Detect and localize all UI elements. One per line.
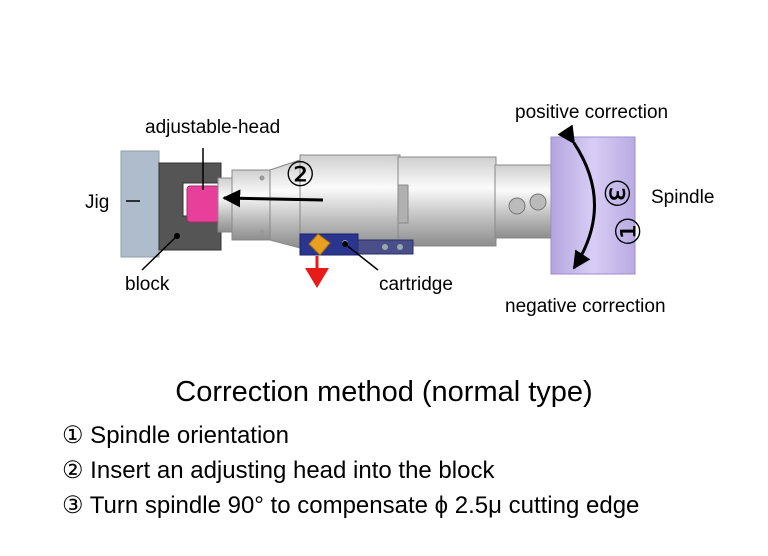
red-arrow-icon [305, 268, 329, 288]
marker-step-1: ① [609, 216, 649, 246]
label-adjustable-head: adjustable-head [145, 117, 280, 138]
shank-bolt-2 [529, 193, 547, 211]
label-negative-correction: negative correction [505, 296, 666, 317]
shank-bolt-1 [508, 197, 526, 215]
tool-slot [397, 184, 409, 224]
marker-step-2: ② [285, 155, 315, 195]
steps-list: ① Spindle orientation ② Insert an adjust… [62, 418, 639, 523]
step-3: ③ Turn spindle 90° to compensate ϕ 2.5μ … [62, 492, 640, 519]
tool-neck [217, 177, 234, 233]
cutting-insert [308, 233, 331, 256]
leader-block [141, 235, 178, 271]
marker-step-3: ③ [596, 178, 636, 208]
label-jig: Jig [85, 192, 109, 213]
adjustable-head [186, 185, 220, 223]
label-cartridge: cartridge [379, 274, 453, 295]
step-1: ① Spindle orientation [62, 422, 289, 449]
nose-screw-1 [259, 175, 265, 181]
caption-title: Correction method (normal type) [175, 376, 593, 408]
leader-block-dot [174, 233, 180, 239]
nose-screw-2 [259, 229, 265, 235]
step-2: ② Insert an adjusting head into the bloc… [62, 457, 495, 484]
insert-direction-arrow [222, 189, 324, 208]
leader-cartridge [344, 243, 379, 271]
block [158, 162, 222, 251]
tool-nose [231, 169, 271, 241]
label-block: block [125, 274, 170, 295]
cartridge-screw-1 [382, 244, 388, 250]
rotation-arrow-icon [557, 124, 596, 270]
label-positive-correction: positive correction [515, 102, 668, 123]
jig-plate [120, 150, 160, 258]
tool-collar [397, 156, 497, 247]
cartridge-screw-2 [397, 244, 403, 250]
leader-cartridge-dot [342, 241, 348, 247]
label-spindle: Spindle [651, 187, 714, 208]
